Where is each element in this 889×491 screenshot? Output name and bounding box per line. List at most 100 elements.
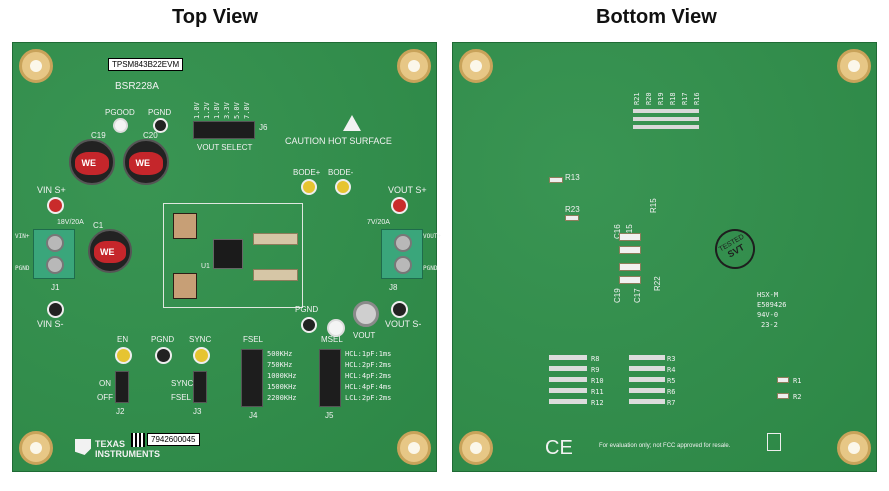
board-id: BSR228A (115, 81, 159, 92)
vout-option-5: 7.0V (243, 102, 251, 119)
pgnd-label-b: PGND (295, 305, 319, 314)
resistor-label: R17 (681, 92, 689, 105)
c17-label: C17 (633, 288, 642, 303)
resistor-label: R4 (667, 366, 676, 374)
j2-label: J2 (116, 407, 125, 416)
vout-select-label: VOUT SELECT (197, 143, 253, 152)
resistor-label: R21 (633, 92, 641, 105)
vin-sense-minus-testpoint (47, 301, 64, 318)
capacitor-array (253, 233, 298, 245)
vin-range-label: 18V/20A (57, 219, 84, 226)
fsel-jumper-label: FSEL (171, 393, 192, 402)
resistor-label: R9 (591, 366, 600, 374)
vin-sense-minus-label: VIN S- (37, 319, 64, 329)
j4-label: J4 (249, 411, 258, 420)
resistor-pad-grid (633, 107, 699, 129)
fsel-title: FSEL (243, 335, 264, 344)
vout-bnc-connector[interactable] (353, 301, 379, 327)
mounting-hole (459, 49, 493, 83)
j5-label: J5 (325, 411, 334, 420)
pgnd-left-label: PGND (15, 265, 30, 272)
mounting-hole (397, 431, 431, 465)
mounting-hole (19, 49, 53, 83)
resistor-label: R16 (693, 92, 701, 105)
c20-label: C20 (143, 131, 158, 140)
smd-capacitor (619, 233, 641, 241)
resistor-r1 (777, 377, 789, 383)
ti-logo-text-2: INSTRUMENTS (95, 449, 160, 459)
fsel-option-2: 1000KHz (267, 372, 297, 380)
fcc-disclaimer: For evaluation only; not FCC approved fo… (599, 443, 731, 449)
msel-option-2: HCL:4pF:2ms (345, 372, 392, 380)
qr-code (131, 433, 145, 447)
msel-option-1: HCL:2pF:2ms (345, 361, 392, 369)
vout-sense-minus-testpoint (391, 301, 408, 318)
sync-jumper-j3[interactable] (193, 371, 207, 403)
msel-title: MSEL (321, 335, 343, 344)
bottom-view-title: Bottom View (596, 6, 717, 28)
capacitor-c1: WE (88, 229, 132, 273)
hsx-label: HSX-M (757, 291, 779, 299)
msel-option-4: LCL:2pF:2ms (345, 394, 392, 402)
smd-capacitor (619, 263, 641, 271)
top-view-title: Top View (172, 6, 258, 28)
fsel-option-3: 1500KHz (267, 383, 297, 391)
resistor-label: R6 (667, 388, 676, 396)
off-label: OFF (97, 393, 113, 402)
resistor-bank-left (549, 355, 587, 407)
board-name-label: TPSM843B22EVM (108, 58, 184, 71)
resistor-r23 (565, 215, 579, 221)
power-module-ic-u1 (213, 239, 243, 269)
vout-option-0: 1.0V (193, 102, 201, 119)
r2-label: R2 (793, 393, 802, 401)
c19b-label: C19 (613, 288, 622, 303)
sync-jumper-label: SYNC (171, 379, 194, 388)
bottom-board: R21 R20 R19 R18 R17 R16 R13 R23 R15 C16 … (452, 42, 877, 472)
resistor-label: R20 (645, 92, 653, 105)
caution-label: CAUTION HOT SURFACE (285, 136, 392, 146)
vin-terminal-j1 (33, 229, 75, 279)
j8-label: J8 (389, 283, 398, 292)
ce-mark: CE (545, 437, 573, 459)
pgnd-testpoint-b (301, 317, 317, 333)
smd-capacitor (619, 246, 641, 254)
resistor-bank-right (629, 355, 665, 407)
ti-logo-text-1: TEXAS (95, 439, 126, 449)
vout-select-header-j6[interactable] (193, 121, 255, 139)
sync-testpoint (193, 347, 210, 364)
bode-plus-label: BODE+ (293, 168, 321, 177)
vout-option-1: 1.2V (203, 102, 211, 119)
resistor-label: R12 (591, 399, 604, 407)
resistor-r2 (777, 393, 789, 399)
enable-jumper-j2[interactable] (115, 371, 129, 403)
c1-label: C1 (93, 221, 104, 230)
pgnd-label-a: PGND (148, 108, 172, 117)
vout-terminal-j8 (381, 229, 423, 279)
resistor-label: R8 (591, 355, 600, 363)
capacitor-c20: WE (123, 139, 169, 185)
vout-sense-plus-testpoint (391, 197, 408, 214)
top-board: TPSM843B22EVM BSR228A PGOOD PGND C19 WE … (12, 42, 441, 472)
vout-tp-label: VOUT (353, 331, 376, 340)
resistor-label: R18 (669, 92, 677, 105)
vin-sense-plus-label: VIN S+ (37, 185, 66, 195)
bode-minus-testpoint (335, 179, 351, 195)
msel-header-j5[interactable] (319, 349, 341, 407)
serial-number: 7942600045 (147, 433, 200, 446)
vout-option-4: 5.0V (233, 102, 241, 119)
vin-plus-label: VIN+ (15, 233, 30, 240)
mounting-hole (837, 431, 871, 465)
r22-label: R22 (653, 276, 662, 291)
resistor-label: R7 (667, 399, 676, 407)
mounting-hole (459, 431, 493, 465)
on-label: ON (99, 379, 111, 388)
resistor-label: R5 (667, 377, 676, 385)
e-number-label: E509426 (757, 301, 787, 309)
u1-label: U1 (201, 263, 210, 270)
msel-option-0: HCL:1pF:1ms (345, 350, 392, 358)
vout-option-2: 1.8V (213, 102, 221, 119)
sync-label: SYNC (189, 335, 212, 344)
pgood-testpoint (113, 118, 128, 133)
fsel-header-j4[interactable] (241, 349, 263, 407)
fsel-option-1: 750KHz (267, 361, 293, 369)
